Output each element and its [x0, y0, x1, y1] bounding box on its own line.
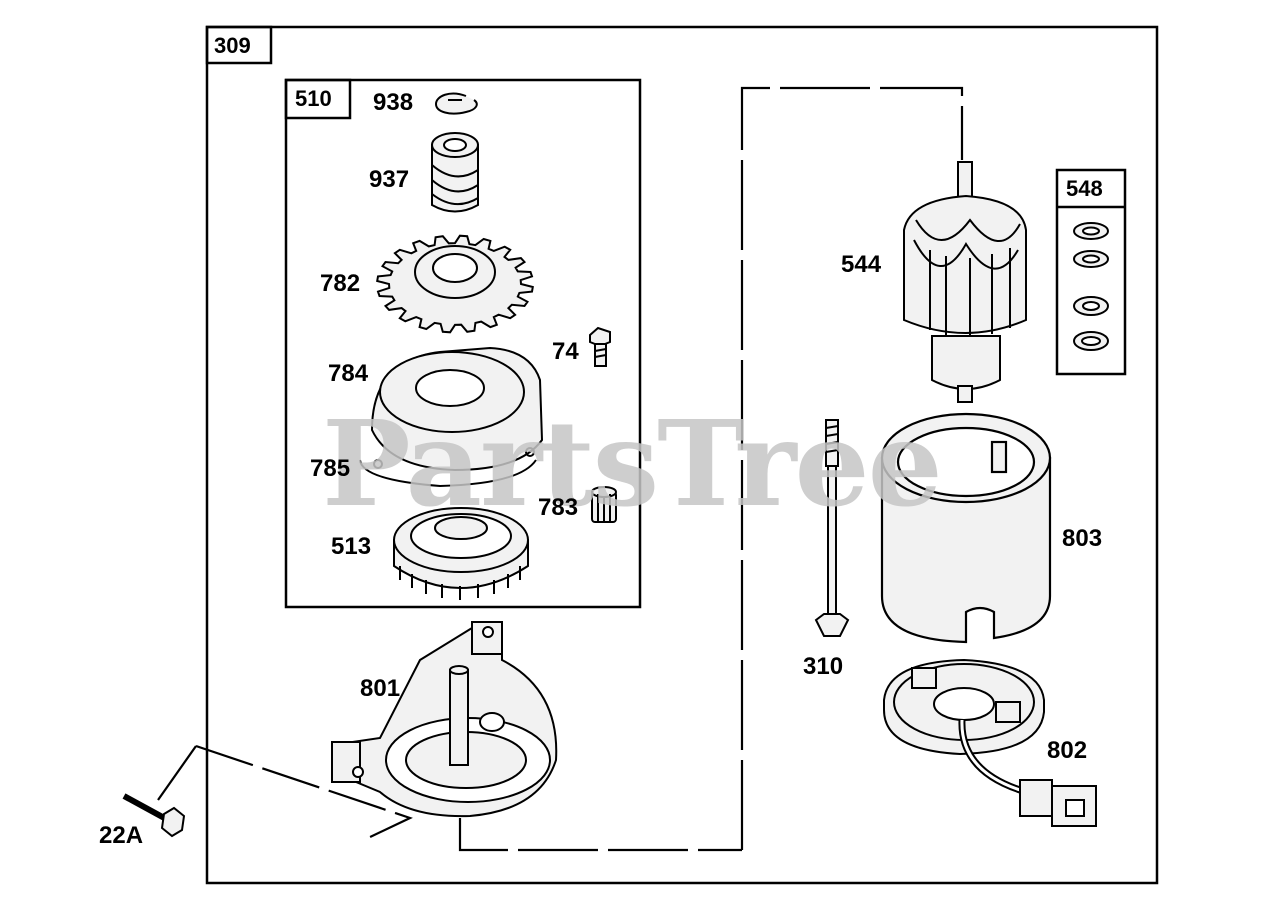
bolt-icon: [122, 793, 186, 838]
connector-lines: [157, 86, 964, 852]
callout-74[interactable]: 74: [552, 338, 579, 365]
callout-937[interactable]: 937: [369, 166, 410, 193]
spur-gear-icon: [376, 234, 534, 334]
pinion-gear-icon: [591, 486, 617, 523]
callout-784[interactable]: 784: [328, 360, 369, 387]
callout-802[interactable]: 802: [1047, 737, 1088, 764]
screw-icon: [589, 326, 611, 367]
callout-938[interactable]: 938: [373, 89, 414, 116]
armature-icon: [903, 161, 1027, 403]
field-frame-icon: [880, 412, 1052, 644]
callout-310[interactable]: 310: [803, 653, 844, 680]
through-bolt-icon: [814, 419, 850, 637]
assembly-frame: [205, 25, 1159, 885]
callout-513[interactable]: 513: [331, 533, 372, 560]
assembly-code-box: [205, 25, 273, 65]
washer-subassembly-frame: [1055, 168, 1127, 376]
assembly-code: 309: [214, 33, 251, 58]
drive-housing-icon: [331, 621, 558, 818]
washer-set-icon: [1073, 222, 1109, 351]
gear-subassembly-code-box: [284, 78, 352, 120]
callout-783[interactable]: 783: [538, 494, 579, 521]
brush-plate-icon: [883, 658, 1097, 827]
helical-sleeve-icon: [431, 132, 479, 213]
gear-subassembly-frame: [284, 78, 642, 609]
ring-gear-icon: [393, 507, 529, 600]
callout-544[interactable]: 544: [841, 251, 882, 278]
gear-subassembly-code: 510: [295, 86, 332, 111]
gasket-icon: [359, 447, 537, 488]
gear-housing-icon: [370, 346, 544, 472]
callout-782[interactable]: 782: [320, 270, 361, 297]
callout-803[interactable]: 803: [1062, 525, 1103, 552]
washer-subassembly-code: 548: [1066, 176, 1103, 201]
callout-801[interactable]: 801: [360, 675, 401, 702]
callout-785[interactable]: 785: [310, 455, 351, 482]
callout-22A[interactable]: 22A: [99, 822, 144, 849]
retaining-clip-icon: [434, 92, 478, 115]
watermark: PartsTree: [322, 394, 943, 533]
